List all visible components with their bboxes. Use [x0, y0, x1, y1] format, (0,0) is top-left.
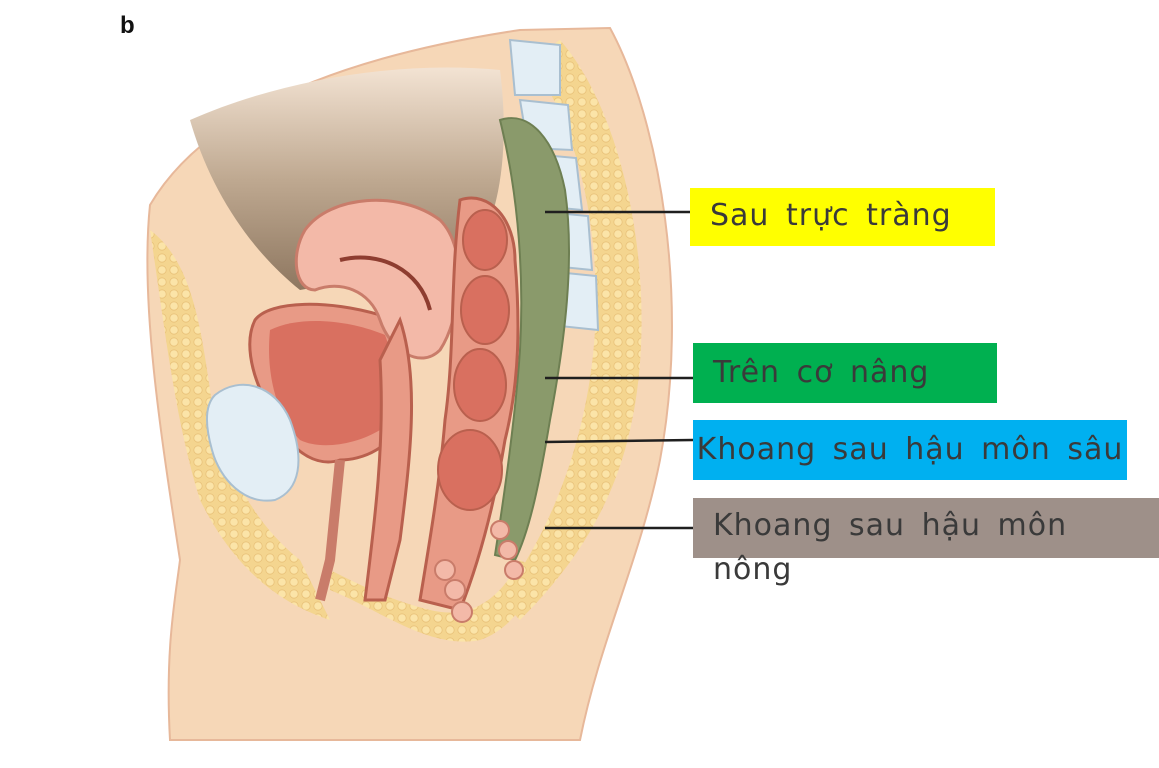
label-text: Sau trực tràng	[710, 198, 952, 233]
panel-letter: b	[120, 12, 135, 39]
pubic-bone	[206, 383, 300, 502]
label-sau-truc-trang: Sau trực tràng	[690, 188, 995, 246]
uterus	[294, 198, 461, 360]
label-text: Trên cơ nâng	[713, 355, 930, 390]
leader-lines	[544, 210, 694, 530]
label-tren-co-nang: Trên cơ nâng	[693, 343, 997, 403]
perineal-fat	[330, 560, 540, 642]
anterior-fat	[150, 230, 330, 620]
posterior-fat	[500, 40, 642, 620]
label-khoang-sau-hau-mon-sau: Khoang sau hậu môn sâu	[693, 420, 1127, 480]
label-text: Khoang sau hậu môn sâu	[696, 432, 1124, 467]
rectal-space	[493, 117, 570, 562]
label-text: Khoang sau hậu môn nông	[713, 508, 1068, 587]
vagina	[363, 316, 414, 602]
urethra	[315, 459, 345, 602]
label-khoang-sau-hau-mon-nong: Khoang sau hậu môn nông	[693, 498, 1159, 587]
sphincter	[434, 520, 524, 623]
